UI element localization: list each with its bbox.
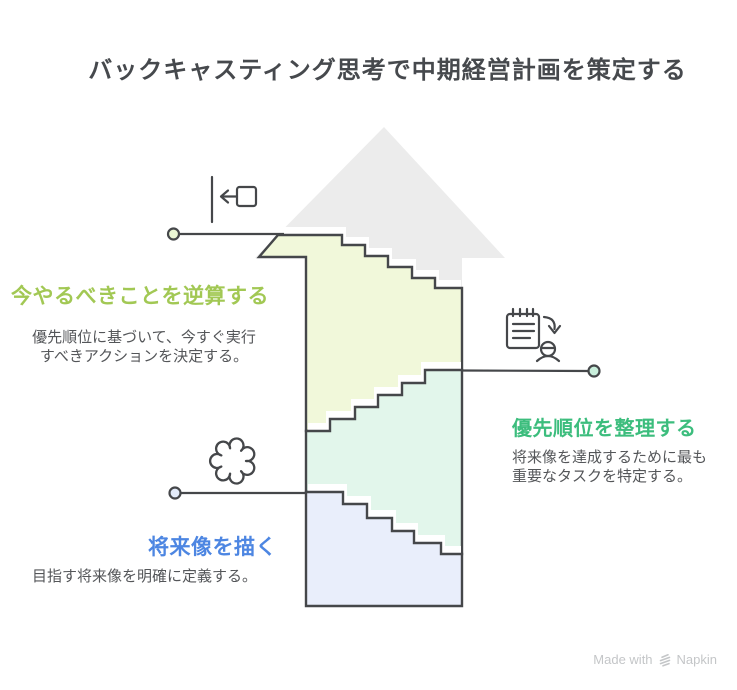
description-line: 優先順位に基づいて、今すぐ実行 [32, 329, 256, 346]
description-line: すべきアクションを決定する。 [39, 348, 249, 365]
step2-heading: 優先順位を整理する [512, 418, 697, 440]
description-line: 将来像を達成するために最も [512, 449, 708, 466]
description-line: 目指す将来像を明確に定義する。 [32, 568, 258, 585]
napkin-watermark: Made with Napkin [593, 652, 717, 667]
step3-heading: 将来像を描く [148, 536, 277, 559]
connector-dot-step3 [168, 486, 182, 500]
page-title: バックキャスティング思考で中期経営計画を策定する [88, 57, 687, 84]
assign-curve-arrow [542, 315, 556, 331]
connector-dot-step1 [166, 227, 181, 241]
backcast-arrowhead [219, 189, 230, 204]
brand-label: Napkin [676, 652, 717, 667]
connector-dot-step2 [587, 364, 601, 378]
assign-arrowhead [547, 324, 562, 335]
backcast-arrow-icon [210, 175, 258, 224]
connector-line-step2 [461, 369, 589, 373]
description-line: 重要なタスクを特定する。 [512, 468, 693, 485]
step1-description: 優先順位に基づいて、今すぐ実行 すべきアクションを決定する。 [10, 328, 278, 366]
backcast-box [235, 185, 258, 208]
notepad [505, 312, 541, 350]
made-with-label: Made with [593, 652, 653, 667]
step3-description: 目指す将来像を明確に定義する。 [32, 567, 257, 586]
napkin-logo-icon [659, 653, 670, 667]
cloud-icon [209, 437, 256, 485]
person-shoulders [535, 354, 561, 363]
task-assignment-icon [505, 307, 562, 363]
step3-band [304, 490, 464, 608]
step2-description: 将来像を達成するために最も 重要なタスクを特定する。 [512, 448, 707, 486]
step1-heading: 今やるべきことを逆算する [11, 285, 269, 308]
